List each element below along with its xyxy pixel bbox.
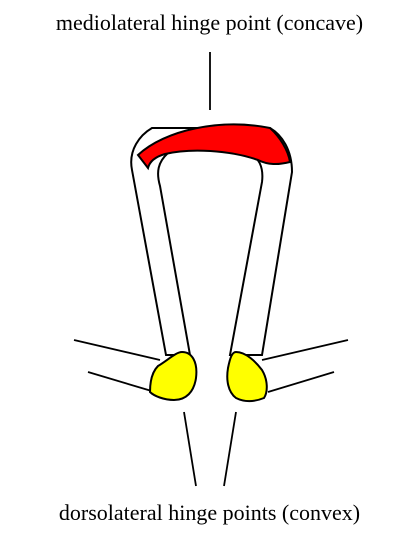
right-surface-ectoderm-lower (268, 372, 334, 392)
left-surface-ectoderm-lower (88, 372, 155, 392)
dorsolateral-hinge-label: dorsolateral hinge points (convex) (0, 502, 419, 524)
left-dorsolateral-pointer-line (184, 412, 196, 486)
right-surface-ectoderm-upper (262, 340, 348, 360)
right-dorsolateral-hinge (227, 352, 267, 401)
left-surface-ectoderm-upper (74, 340, 160, 360)
right-dorsolateral-pointer-line (224, 412, 236, 486)
